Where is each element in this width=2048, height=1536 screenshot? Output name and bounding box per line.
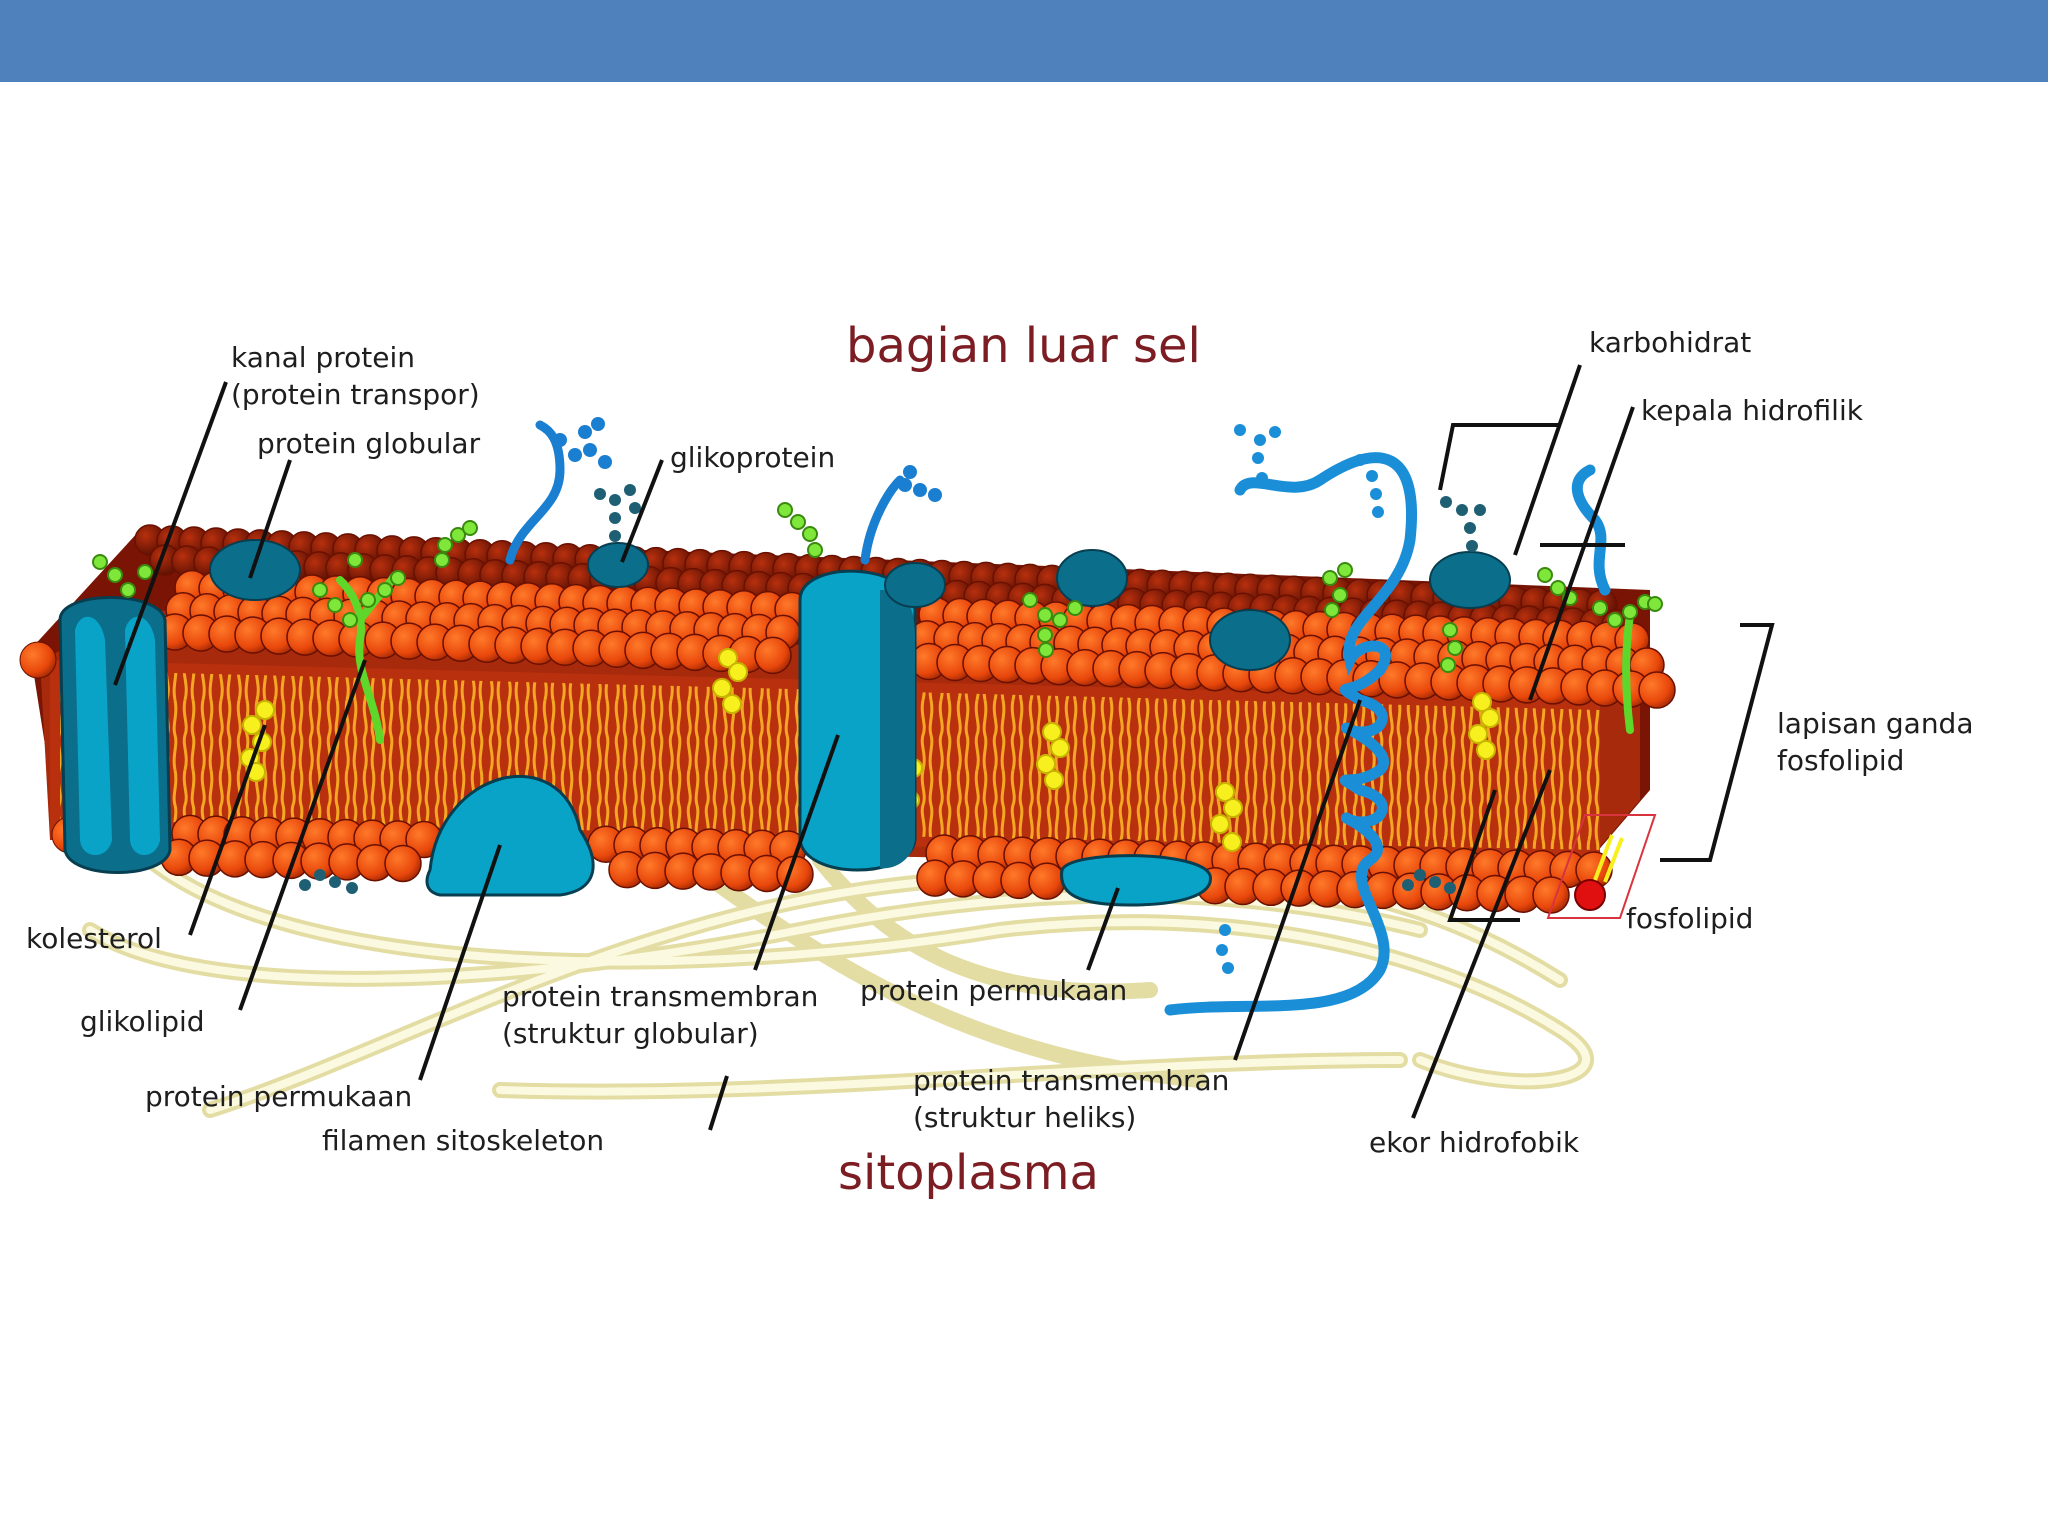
phospholipid-head: [1638, 671, 1676, 709]
label-line: (struktur globular): [502, 1017, 759, 1050]
label-glycolipid: glikolipid: [80, 1005, 205, 1038]
label-line: lapisan ganda: [1777, 707, 1974, 740]
label-cytoskeleton-filament: filamen sitoskeleton: [322, 1124, 605, 1157]
channel-protein: [58, 596, 172, 874]
label-line: protein transmembran: [502, 980, 819, 1013]
transmembrane-globular-protein: [798, 569, 917, 872]
label-phospholipid: fosfolipid: [1626, 902, 1754, 935]
label-surface-protein-mid: protein permukaan: [860, 974, 1128, 1007]
label-channel-protein: kanal protein (protein transpor): [231, 339, 480, 413]
outside-cell-title: bagian luar sel: [846, 318, 1201, 374]
label-transmembrane-helical: protein transmembran (struktur heliks): [913, 1062, 1229, 1136]
surface-protein-bottom-mid: [1060, 854, 1212, 907]
label-globular-protein: protein globular: [257, 427, 481, 460]
globular-proteins-top: [209, 539, 1511, 671]
label-transmembrane-globular: protein transmembran (struktur globular): [502, 978, 818, 1052]
label-line: fosfolipid: [1777, 744, 1905, 777]
label-hydrophilic-head: kepala hidrofilik: [1641, 394, 1863, 427]
label-carbohydrate: karbohidrat: [1589, 326, 1752, 359]
glycoprotein-sugars: [553, 417, 942, 502]
helix-carbohydrate-chains: [1216, 424, 1384, 974]
green-sugars: [92, 502, 1663, 673]
label-hydrophobic-tail: ekor hidrofobik: [1369, 1126, 1580, 1159]
surface-protein-bottom-left: [425, 775, 595, 897]
label-line: (struktur heliks): [913, 1101, 1137, 1134]
cytoplasm-title: sitoplasma: [838, 1145, 1099, 1201]
label-line: kanal protein: [231, 341, 415, 374]
label-cholesterol: kolesterol: [26, 922, 162, 955]
label-phospholipid-bilayer: lapisan ganda fosfolipid: [1777, 705, 1974, 779]
phospholipid-head: [384, 844, 422, 883]
phospholipid-head: [754, 636, 792, 675]
dark-glycan-chains: [299, 484, 1486, 894]
phospholipid-highlight: [1546, 814, 1657, 919]
label-line: (protein transpor): [231, 378, 480, 411]
phospholipid-head: [19, 641, 57, 679]
glycoprotein-chains: [505, 420, 905, 565]
label-glycoprotein: glikoprotein: [670, 441, 836, 474]
bracket-lines: [1438, 423, 1775, 922]
label-line: protein transmembran: [913, 1064, 1230, 1097]
label-surface-protein-left: protein permukaan: [145, 1080, 413, 1113]
slide-header-bar: [0, 0, 2048, 82]
leader-lines: [113, 364, 1635, 1131]
phospholipid-head: [1028, 862, 1066, 900]
